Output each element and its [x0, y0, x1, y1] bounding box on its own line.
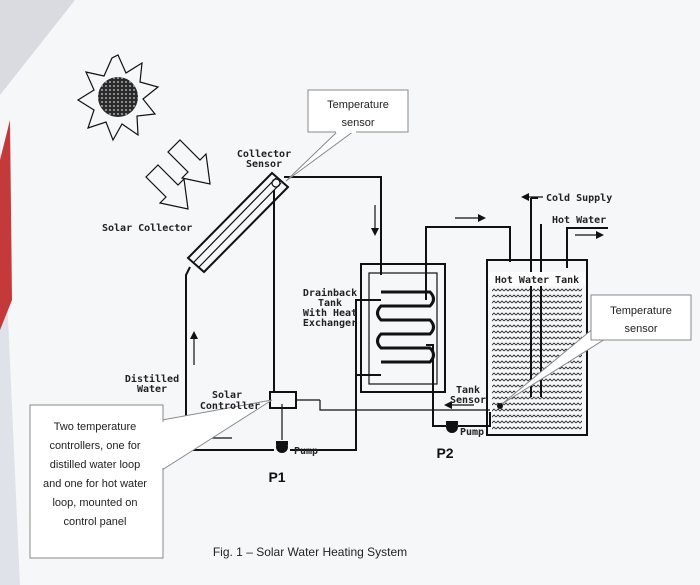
distilled-water-label: Water: [137, 384, 167, 395]
solar-controller-label: Controller: [200, 401, 260, 412]
callout-text-line: loop, mounted on: [52, 497, 137, 509]
callout-text-line: sensor: [341, 117, 374, 129]
heat-exchanger-coil: [376, 290, 435, 364]
sunlight-arrows: [145, 139, 211, 210]
red-edge: [0, 120, 12, 330]
callout-text-line: Temperature: [610, 305, 672, 317]
paper-shadow: [0, 0, 75, 95]
solar-controller-label: Solar: [212, 390, 242, 401]
cold-supply-label: Cold Supply: [546, 193, 612, 204]
collector-sensor-label: Collector: [237, 149, 291, 160]
callout-text-line: and one for hot water: [43, 478, 147, 490]
distilled-water-label: Distilled: [125, 373, 179, 385]
callout-text-line: distilled water loop: [50, 459, 141, 471]
tank-sensor-icon: [497, 403, 503, 409]
drainback-tank-label: Tank: [318, 298, 342, 309]
pump2-icon: [446, 421, 458, 433]
tank-sensor-label: Sensor: [450, 395, 486, 406]
callout-controllers-note: Two temperature controllers, one for dis…: [29, 399, 273, 559]
flow-arrows: [190, 193, 604, 442]
callout-text-line: Two temperature: [54, 421, 137, 433]
callout-temp-sensor-right: Temperature sensor: [501, 294, 692, 405]
sun-icon: [76, 54, 160, 142]
hot-water-loop-pipes: [281, 226, 511, 440]
solar-collector-label: Solar Collector: [102, 223, 192, 234]
collector-sensor-label: Sensor: [246, 159, 282, 170]
solar-collector: [186, 171, 290, 274]
callout-text-line: control panel: [64, 516, 127, 528]
tank-sensor-label: Tank: [456, 385, 480, 396]
collector-sensor-icon: [271, 178, 281, 188]
drainback-tank-label: Exchanger: [303, 318, 357, 329]
callout-text-line: Temperature: [327, 99, 389, 111]
hot-water-tank-label: Hot Water Tank: [495, 275, 579, 286]
p2-label: P2: [436, 445, 453, 461]
callout-text-line: controllers, one for: [49, 440, 140, 452]
p1-label: P1: [268, 469, 285, 485]
drainback-tank-label: Drainback: [303, 287, 357, 299]
pump2-label: Pump: [460, 427, 484, 438]
drainback-tank: [360, 263, 446, 393]
callout-text-line: sensor: [624, 323, 657, 335]
pump1-icon: [276, 441, 288, 453]
callout-temp-sensor-top: Temperature sensor: [285, 89, 409, 182]
drainback-tank-label: With Heat: [303, 307, 357, 319]
figure-caption: Fig. 1 – Solar Water Heating System: [213, 545, 407, 559]
pump1-label: Pump: [294, 446, 318, 457]
hot-water-tank-label-bg: [489, 272, 585, 286]
hot-water-label: Hot Water: [552, 215, 606, 226]
